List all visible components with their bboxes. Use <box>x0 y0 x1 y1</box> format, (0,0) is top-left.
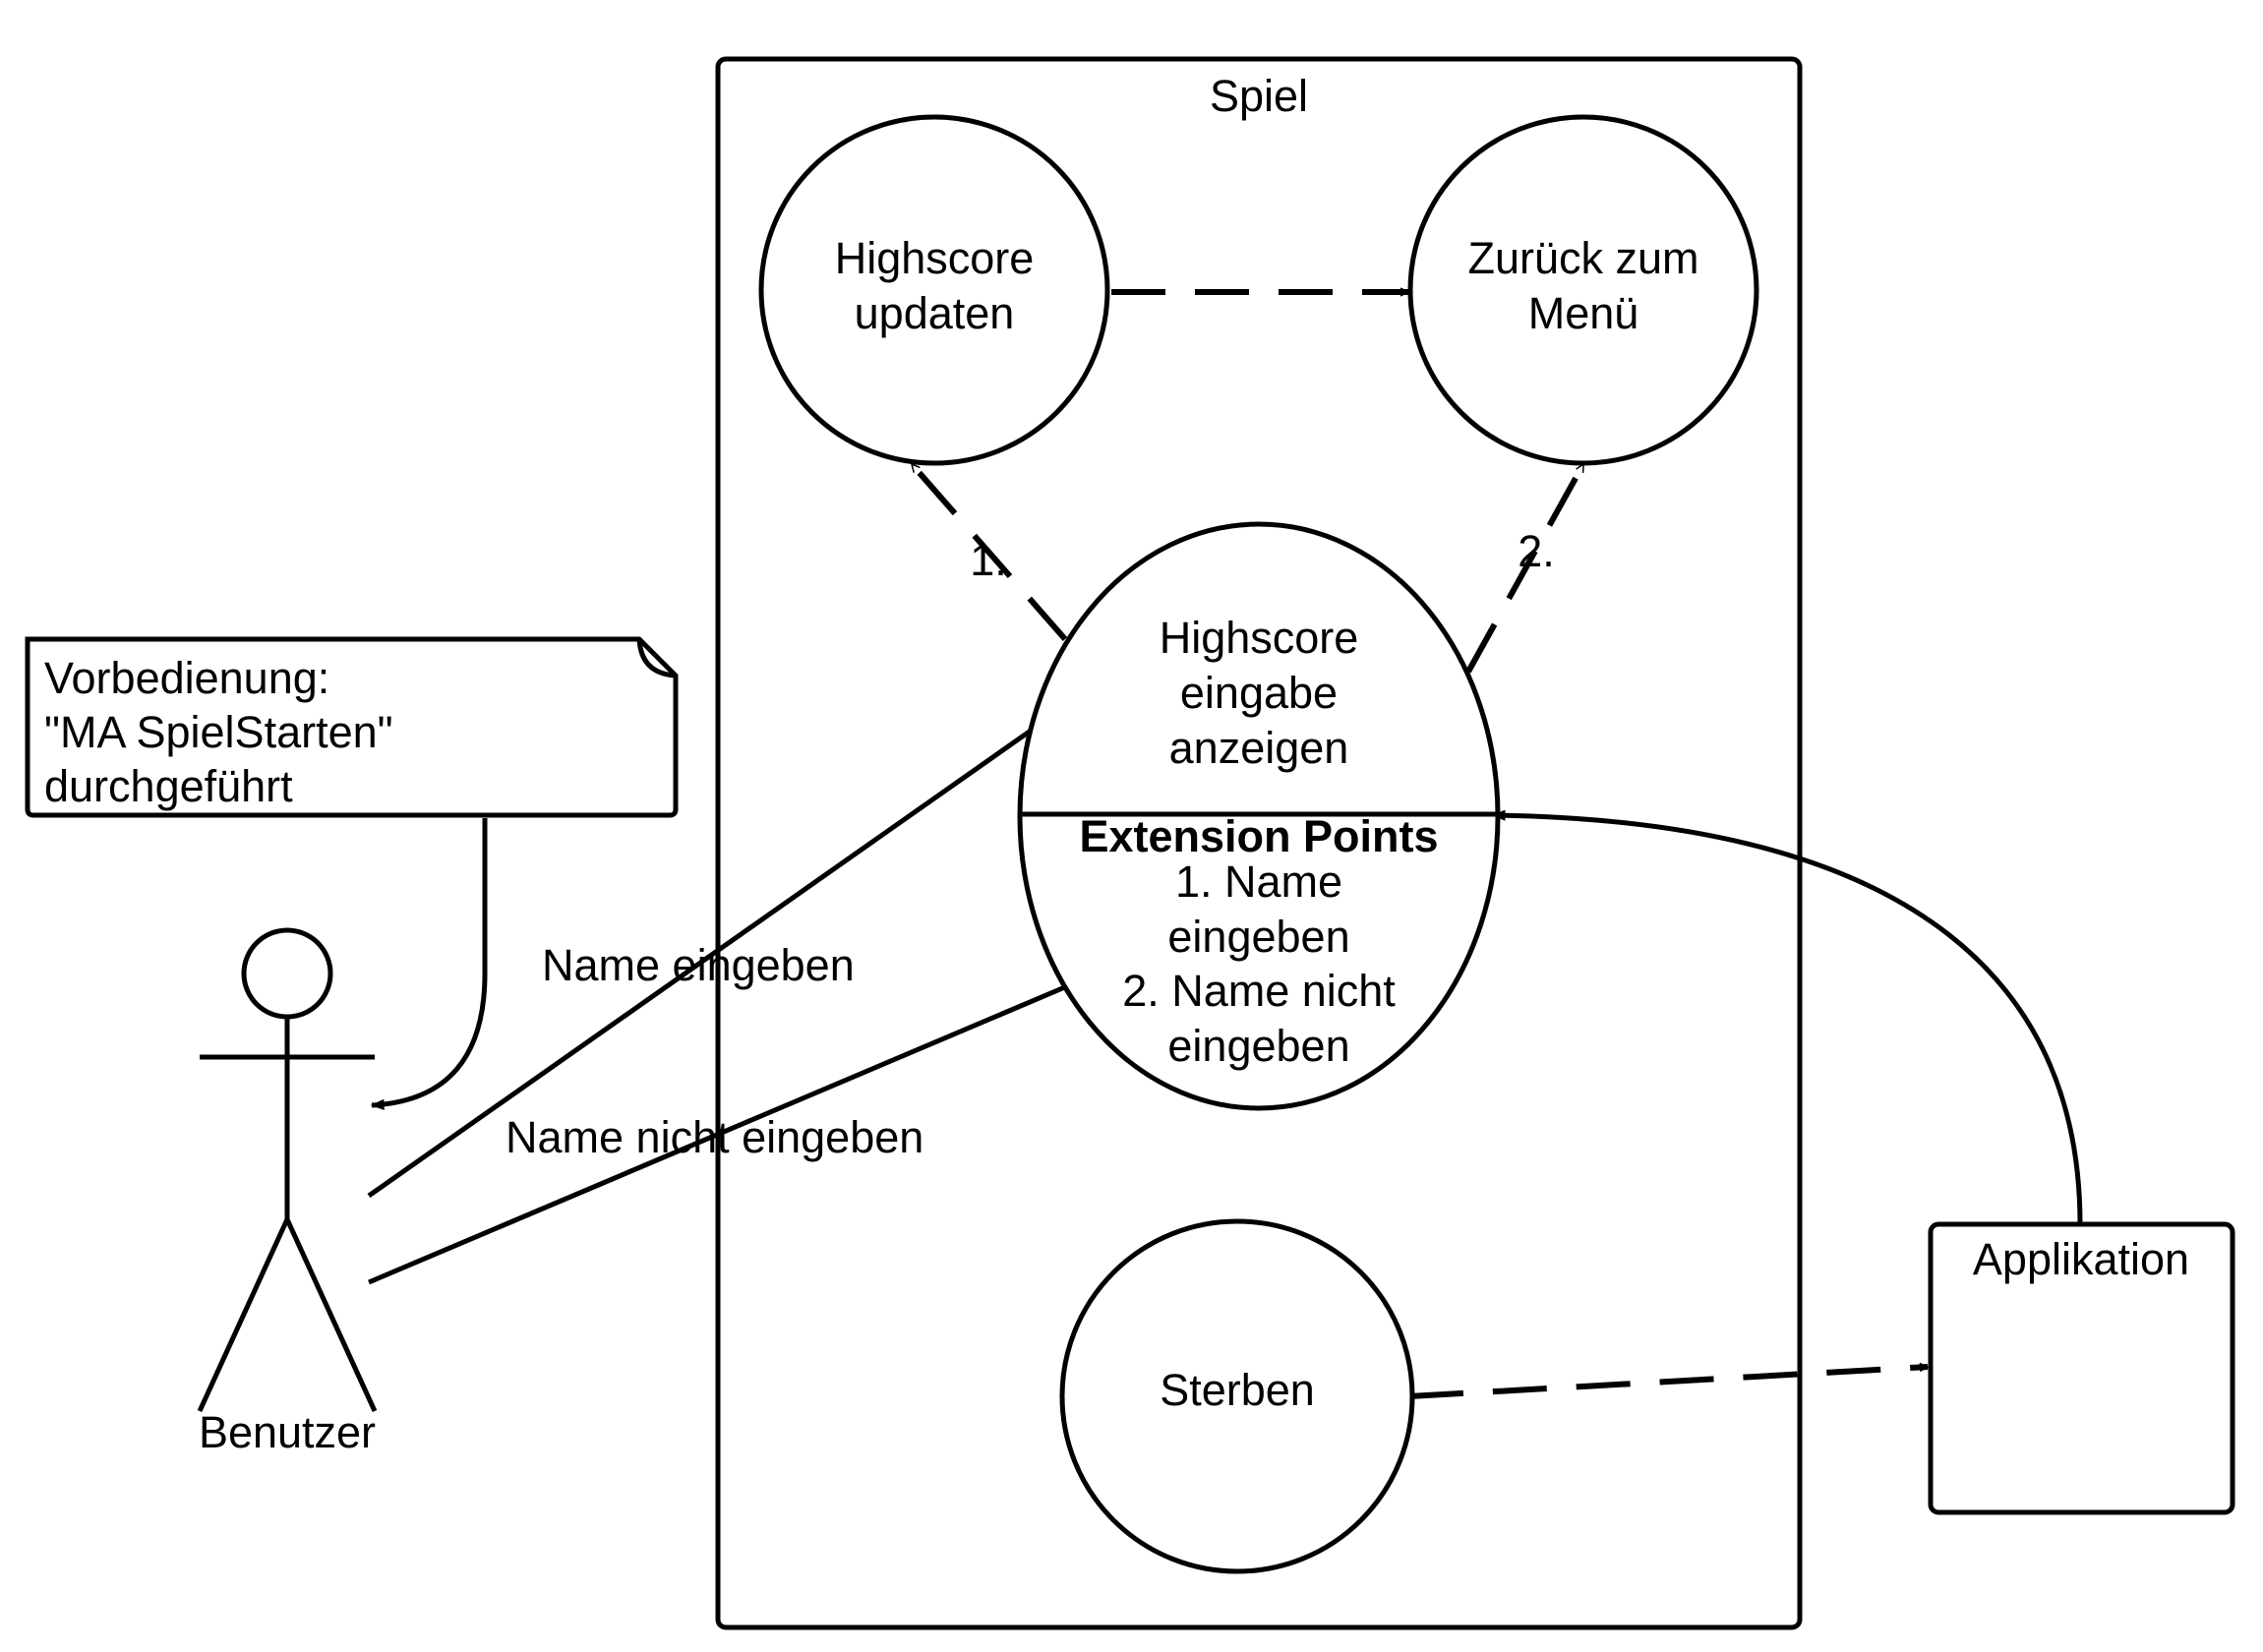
extension-point-item: 2. Name nicht <box>1122 966 1396 1016</box>
association-label-name-nicht-eingeben: Name nicht eingeben <box>506 1112 923 1162</box>
extend-label-2: 2. <box>1518 526 1555 576</box>
actor-left-leg <box>197 1217 290 1413</box>
association-name-nicht-eingeben <box>368 983 1068 1285</box>
extend-arrow-2 <box>1465 464 1586 674</box>
association-applikation-to-highscore <box>1491 809 2083 1225</box>
precondition-note: Vorbedienung: "MA SpielStarten" durchgef… <box>25 636 679 818</box>
extension-point-item: eingeben <box>1167 1021 1349 1071</box>
use-case-label: Highscore <box>1160 613 1359 663</box>
use-case-label: Menü <box>1528 288 1639 338</box>
applikation-box[interactable]: Applikation <box>1928 1221 2235 1515</box>
use-case-sterben[interactable]: Sterben <box>1059 1218 1415 1574</box>
connectors <box>367 292 2083 1399</box>
actor-head <box>241 927 333 1020</box>
association-name-eingeben <box>367 728 1033 1199</box>
dependency-sterben-to-applikation <box>1408 1367 1928 1399</box>
use-case-label: eingabe <box>1180 668 1338 718</box>
association-label-name-eingeben: Name eingeben <box>542 940 855 990</box>
actor-benutzer[interactable]: Benutzer <box>197 927 378 1457</box>
extension-points-title: Extension Points <box>1079 811 1438 861</box>
note-connector <box>370 818 488 1110</box>
use-case-label: updaten <box>855 288 1015 338</box>
use-case-highscore-eingabe-anzeigen[interactable]: Highscore eingabe anzeigen Extension Poi… <box>1017 521 1501 1111</box>
use-case-highscore-updaten[interactable]: Highscore updaten <box>758 114 1110 466</box>
use-case-label: Zurück zum <box>1467 233 1698 283</box>
extension-point-item: 1. Name <box>1175 856 1342 907</box>
extend-label-1: 1. <box>970 535 1007 585</box>
actor-right-leg <box>284 1217 378 1413</box>
applikation-label: Applikation <box>1973 1234 2189 1284</box>
use-case-zurueck-zum-menue[interactable]: Zurück zum Menü <box>1407 114 1759 466</box>
note-line: durchgeführt <box>44 761 293 811</box>
use-case-label: anzeigen <box>1169 723 1349 773</box>
extension-point-item: eingeben <box>1167 912 1349 962</box>
extend-arrow-1 <box>909 462 1068 641</box>
actor-label: Benutzer <box>199 1407 376 1457</box>
note-line: "MA SpielStarten" <box>44 707 393 757</box>
use-case-label: Highscore <box>835 233 1035 283</box>
system-title: Spiel <box>1210 71 1308 121</box>
use-case-label: Sterben <box>1160 1365 1315 1415</box>
note-line: Vorbedienung: <box>44 653 329 703</box>
